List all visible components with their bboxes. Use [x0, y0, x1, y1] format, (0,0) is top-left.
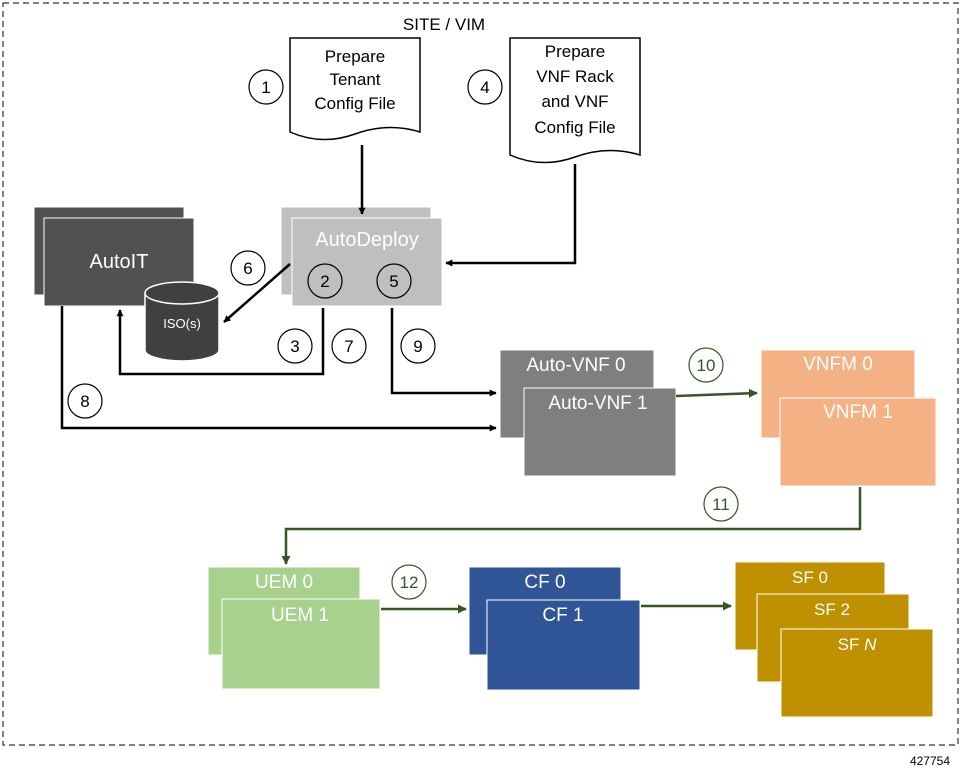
step-11: 11 [703, 486, 739, 522]
step-1: 1 [248, 69, 284, 105]
svg-text:6: 6 [243, 259, 252, 278]
svg-text:9: 9 [413, 337, 422, 356]
arrow-autodeploy-to-iso [223, 263, 291, 323]
sf-2-label: SF 2 [814, 600, 850, 619]
arrow-vnfconfig-to-autodeploy [445, 164, 577, 267]
svg-text:8: 8 [80, 392, 89, 411]
arrow-autovnf-to-vnfm [675, 388, 758, 398]
step-6: 6 [230, 250, 266, 286]
vnfm-0-label: VNFM 0 [803, 354, 873, 375]
autodeploy-node: AutoDeploy [280, 206, 443, 307]
svg-text:2: 2 [320, 272, 329, 291]
site-label: SITE / VIM [403, 15, 485, 34]
autodeploy-label: AutoDeploy [315, 229, 418, 251]
arrow-autoit-to-autovnf [60, 306, 497, 432]
site-border [2, 2, 959, 746]
step-2: 2 [307, 263, 343, 299]
vnf-config-line-2: VNF Rack [536, 67, 614, 86]
uem-0-label: UEM 0 [255, 572, 313, 593]
step-3: 3 [277, 328, 313, 364]
uem-1-label: UEM 1 [271, 605, 329, 626]
cf-0-label: CF 0 [524, 572, 565, 593]
tenant-config-line-2: Tenant [329, 70, 380, 89]
svg-text:7: 7 [344, 337, 353, 356]
figure-id: 427754 [910, 754, 950, 768]
sf-0-label: SF 0 [792, 568, 828, 587]
vnf-config-line-4: Config File [534, 118, 615, 137]
svg-text:10: 10 [697, 356, 716, 375]
tenant-config-line-3: Config File [314, 94, 395, 113]
step-10: 10 [688, 347, 724, 383]
autoit-label: AutoIT [90, 251, 149, 273]
vnf-config-line-3: and VNF [541, 92, 608, 111]
arrow-autodeploy-to-autoit [116, 308, 325, 376]
svg-text:1: 1 [261, 78, 270, 97]
cf-node: CF 0 CF 1 [468, 566, 641, 691]
svg-text:3: 3 [290, 337, 299, 356]
step-12: 12 [391, 564, 427, 600]
step-8: 8 [67, 383, 103, 419]
svg-text:11: 11 [712, 495, 730, 514]
vnf-config-line-1: Prepare [545, 42, 605, 61]
iso-database: ISO(s) [144, 281, 220, 362]
vnf-config-doc: Prepare VNF Rack and VNF Config File [509, 37, 641, 164]
arrow-autodeploy-to-autovnf [390, 308, 497, 397]
autovnf-1-label: Auto-VNF 1 [548, 393, 647, 414]
svg-text:4: 4 [480, 78, 489, 97]
vnfm-node: VNFM 0 VNFM 1 [760, 349, 937, 487]
uem-node: UEM 0 UEM 1 [207, 566, 381, 690]
step-4: 4 [467, 69, 503, 105]
tenant-config-line-1: Prepare [325, 47, 385, 66]
sf-n-label: SF N [838, 635, 877, 654]
iso-label: ISO(s) [163, 316, 201, 331]
vnfm-1-label: VNFM 1 [823, 402, 893, 423]
autovnf-0-label: Auto-VNF 0 [526, 355, 625, 376]
step-5: 5 [376, 263, 412, 299]
svg-text:5: 5 [389, 272, 398, 291]
step-9: 9 [400, 328, 436, 364]
svg-text:12: 12 [400, 573, 419, 592]
autovnf-node: Auto-VNF 0 Auto-VNF 1 [499, 349, 677, 477]
sf-node: SF 0 SF 2 SF N [734, 561, 934, 718]
step-7: 7 [331, 328, 367, 364]
cf-1-label: CF 1 [542, 605, 583, 626]
arrow-vnfm-to-uem [281, 487, 862, 565]
tenant-config-doc: Prepare Tenant Config File [289, 37, 421, 141]
